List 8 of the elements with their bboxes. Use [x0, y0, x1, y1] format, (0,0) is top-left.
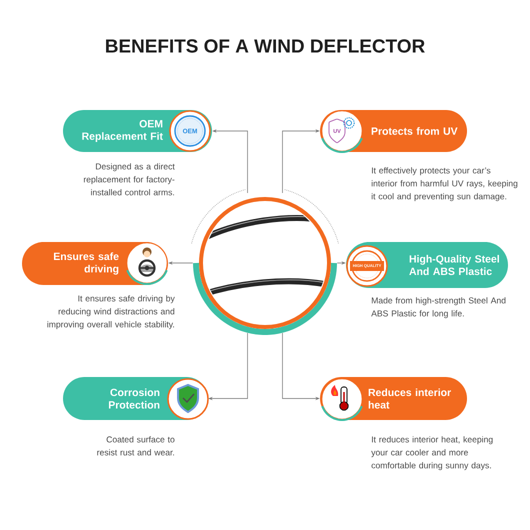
title: BENEFITS OF A WIND DEFLECTOR [106, 39, 425, 53]
description-text: Designed as a direct replacement for factory-installed control arms. [84, 163, 175, 196]
description-text: It ensures safe driving by reducing wind distractions and improving overall vehicle stability. [47, 295, 175, 330]
wind-deflector-drawing [191, 189, 339, 335]
description-text: It reduces interior heat, keeping your car cooler and more comfortable during sunny days. [371, 436, 493, 470]
description-text: Made from high-strength Steel And ABS Plastic for long life. [371, 297, 506, 318]
description-text: It effectively protects your car’s interior from harmful UV rays, keeping it cool and preventing sun damage. [372, 167, 518, 202]
description-text: Coated surface to resist rust and wear. [97, 436, 174, 456]
